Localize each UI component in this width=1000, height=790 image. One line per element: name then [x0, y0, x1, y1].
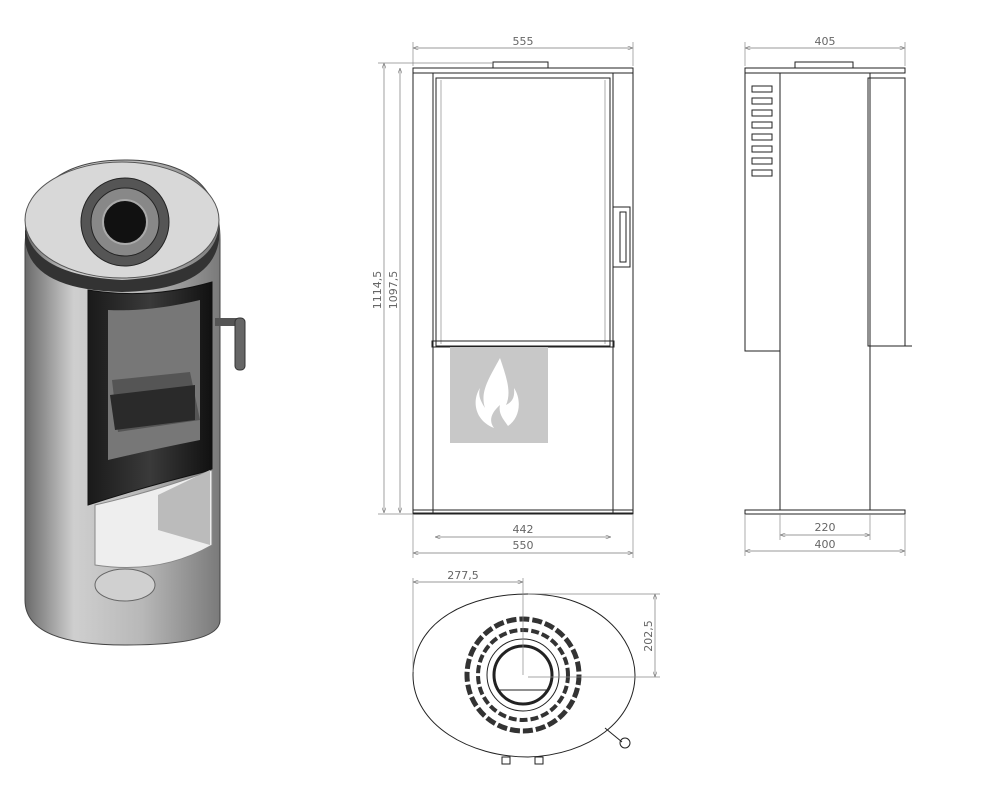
dim-base-width: 550	[513, 539, 534, 552]
dim-base-depth: 400	[815, 538, 836, 551]
vent-slots	[751, 85, 773, 177]
dim-side-depth: 405	[815, 35, 836, 48]
dim-body-height: 1097,5	[387, 271, 400, 310]
front-view: 555 1114,5 1097,5 442 550	[371, 35, 634, 558]
dim-inner-width: 442	[513, 523, 534, 536]
side-view: 405 220 400	[744, 35, 912, 556]
dim-column-width: 220	[815, 521, 836, 534]
dim-flue-offset-y: 202,5	[642, 620, 655, 652]
stove-3d-render	[24, 159, 246, 646]
dim-front-width-555: 555	[513, 35, 534, 48]
top-view: 277,5 202,5	[412, 569, 660, 765]
flame-icon	[450, 347, 548, 443]
dim-total-height: 1114,5	[371, 271, 384, 310]
dim-flue-offset-x: 277,5	[447, 569, 479, 582]
